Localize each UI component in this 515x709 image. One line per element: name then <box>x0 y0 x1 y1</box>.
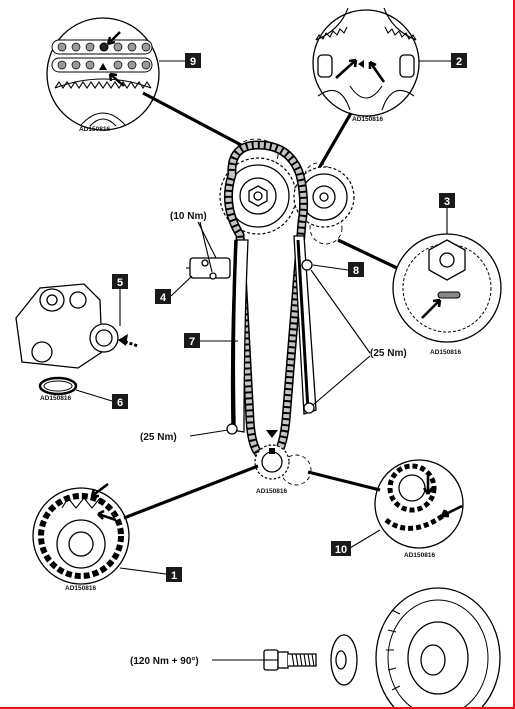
detail-1-arrow-lower <box>97 509 117 522</box>
detail-10-arrow-upper <box>422 472 434 495</box>
svg-text:8: 8 <box>353 265 359 277</box>
svg-text:2: 2 <box>456 56 462 68</box>
detail-9-timing-mark <box>99 63 107 70</box>
detail-1-magnifier: AD150816 <box>32 482 130 592</box>
detail-3-ref: AD150816 <box>430 349 461 356</box>
svg-text:4: 4 <box>160 292 167 304</box>
detail-2-magnifier: AD150816 <box>312 7 420 123</box>
chain-tensioner: AD150816 <box>15 283 139 402</box>
svg-text:3: 3 <box>444 196 450 208</box>
callout-9: 9 <box>159 53 201 68</box>
detail-2-ref: AD150816 <box>352 116 383 123</box>
detail-9-arrow-upper <box>106 31 121 46</box>
seal-ring <box>38 376 78 396</box>
svg-text:1: 1 <box>171 570 177 582</box>
crankshaft-pulley <box>375 587 501 707</box>
callout-8: 8 <box>312 262 364 277</box>
camshaft-sprocket-left <box>219 157 297 235</box>
leader-detail-1 <box>123 464 259 520</box>
torque-guide-bolts: (10 Nm) <box>170 211 207 222</box>
guide-bolt-lower <box>303 402 315 414</box>
detail-9-ref: AD150816 <box>79 126 110 133</box>
callout-4: 4 <box>155 275 193 304</box>
chain-tensioner-bracket <box>186 257 231 280</box>
crank-washer <box>330 634 358 686</box>
callout-3: 3 <box>439 193 455 234</box>
callout-6: 6 <box>75 389 128 409</box>
main-ref: AD150816 <box>256 488 287 495</box>
detail-10-ref: AD150816 <box>404 552 435 559</box>
leader-detail-10 <box>307 470 381 492</box>
crank-bolt <box>263 649 317 671</box>
detail-3-magnifier: AD150816 <box>392 233 502 356</box>
detail-3-arrow <box>421 298 442 319</box>
leader-detail-9 <box>142 91 244 148</box>
leader-detail-2 <box>316 112 353 171</box>
timing-chain-assembly: AD150816 <box>186 138 355 495</box>
guide-bolt-upper <box>301 259 313 271</box>
detail-9-magnifier: AD150816 <box>46 17 160 133</box>
callout-2: 2 <box>419 53 467 68</box>
camshaft-sprocket-right <box>293 166 355 228</box>
crank-detail-ref: AD150816 <box>65 585 96 592</box>
tensioner-rail-bolt <box>226 423 238 435</box>
torque-tensioner-guide: (25 Nm) <box>370 348 407 359</box>
callout-7: 7 <box>184 333 238 348</box>
callout-10: 10 <box>331 529 381 556</box>
leader-detail-3 <box>337 238 398 270</box>
detail-2-arrow-left <box>335 58 358 79</box>
torque-crank-bolt: (120 Nm + 90°) <box>130 656 199 667</box>
svg-text:10: 10 <box>335 544 347 556</box>
detail-10-magnifier: AD150816 <box>374 459 464 559</box>
svg-text:6: 6 <box>117 397 123 409</box>
detail-2-arrow-right <box>368 60 386 83</box>
detail-1-arrow-upper <box>90 482 109 498</box>
svg-text:9: 9 <box>190 56 196 68</box>
crankshaft-sprocket <box>254 444 290 480</box>
tensioner-ref: AD150816 <box>40 395 71 402</box>
callout-1: 1 <box>119 567 182 582</box>
callout-5: 5 <box>112 274 128 326</box>
svg-text:5: 5 <box>117 277 123 289</box>
torque-lower-guide: (25 Nm) <box>140 432 177 443</box>
crank-timing-mark <box>266 430 278 438</box>
detail-9-arrow-lower <box>108 72 125 87</box>
svg-text:7: 7 <box>189 336 195 348</box>
detail-10-arrow-lower <box>440 504 463 518</box>
